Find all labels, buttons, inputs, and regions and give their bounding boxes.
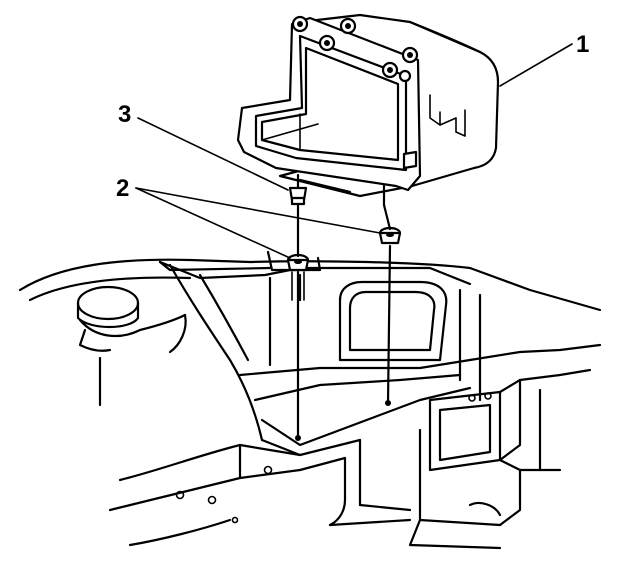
- grommet-and-stud: [286, 186, 402, 440]
- callout-3: 3: [118, 101, 131, 128]
- callout-2: 2: [116, 175, 129, 202]
- vehicle-body: [18, 250, 602, 550]
- reservoir-cap: [76, 285, 140, 321]
- leader-lines: [135, 43, 573, 259]
- callout-1: 1: [576, 31, 589, 58]
- module-housing: [236, 13, 500, 207]
